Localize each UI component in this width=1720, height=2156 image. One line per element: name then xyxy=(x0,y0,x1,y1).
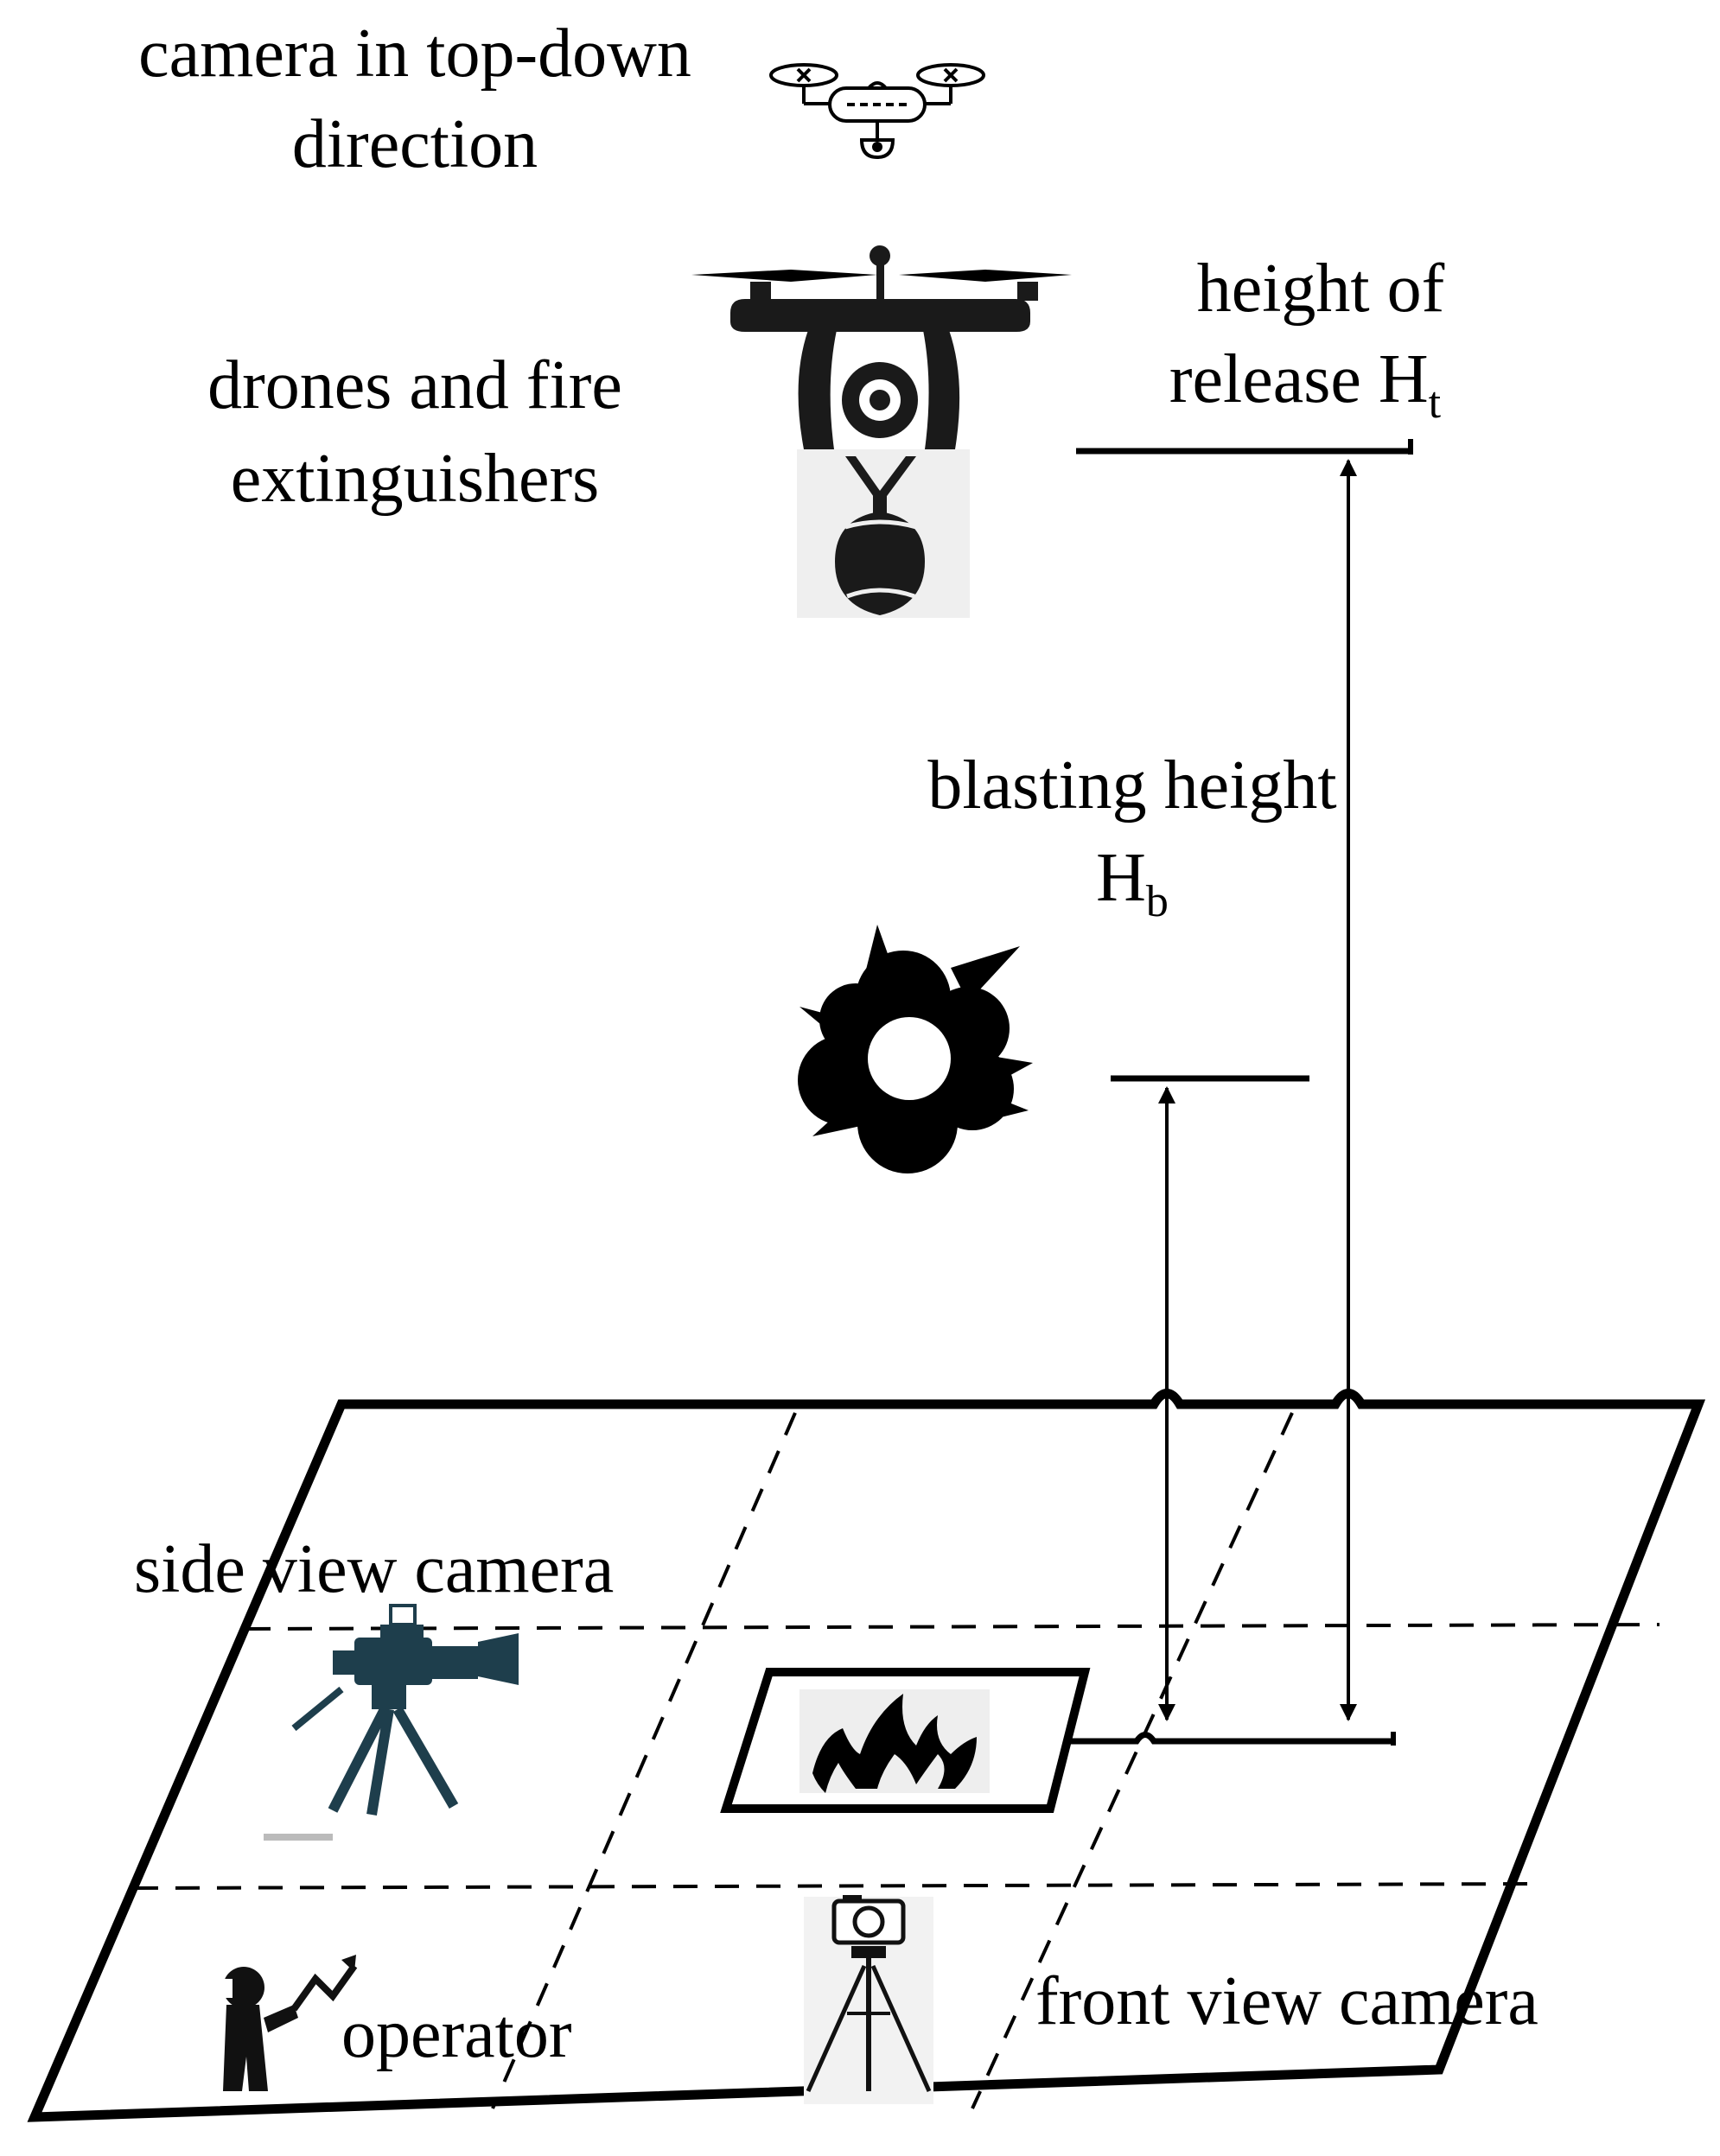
blasting-text: H xyxy=(1096,840,1146,916)
operator-icon xyxy=(220,1955,358,2091)
drones-label-line1: drones and fire xyxy=(207,347,622,423)
camera-top-label-line1: camera in top-down xyxy=(138,16,691,92)
blasting-height-indicator xyxy=(1111,1075,1309,1721)
grid-dashed-lines xyxy=(133,1412,1660,2109)
height-release-text: release H xyxy=(1169,341,1429,417)
blasting-label-line2: Hb xyxy=(1096,840,1169,926)
blasting-subscript: b xyxy=(1146,877,1169,926)
release-height-indicator xyxy=(1076,439,1413,1721)
labels: camera in top-down direction drones and … xyxy=(134,16,1538,2072)
height-release-subscript: t xyxy=(1429,378,1442,428)
front-view-camera-label: front view camera xyxy=(1035,1963,1538,2039)
explosion-icon xyxy=(798,925,1033,1173)
small-drone-icon xyxy=(769,63,985,160)
camera-top-label-line2: direction xyxy=(292,106,538,182)
operator-label: operator xyxy=(341,1996,572,2072)
side-view-camera-label: side view camera xyxy=(134,1531,614,1607)
drones-label-line2: extinguishers xyxy=(231,441,600,517)
height-release-label-line2: release Ht xyxy=(1169,341,1442,428)
photo-camera-on-tripod-icon xyxy=(804,1895,933,2104)
height-release-label-line1: height of xyxy=(1197,251,1445,327)
ground-reference-line xyxy=(1067,1732,1396,1746)
blasting-label-line1: blasting height xyxy=(927,747,1336,824)
video-camera-on-tripod-icon xyxy=(264,1604,519,1841)
fire-icon xyxy=(812,1694,977,1793)
drone-with-bomb-icon xyxy=(691,245,1072,618)
fire-box xyxy=(720,1668,1091,1813)
